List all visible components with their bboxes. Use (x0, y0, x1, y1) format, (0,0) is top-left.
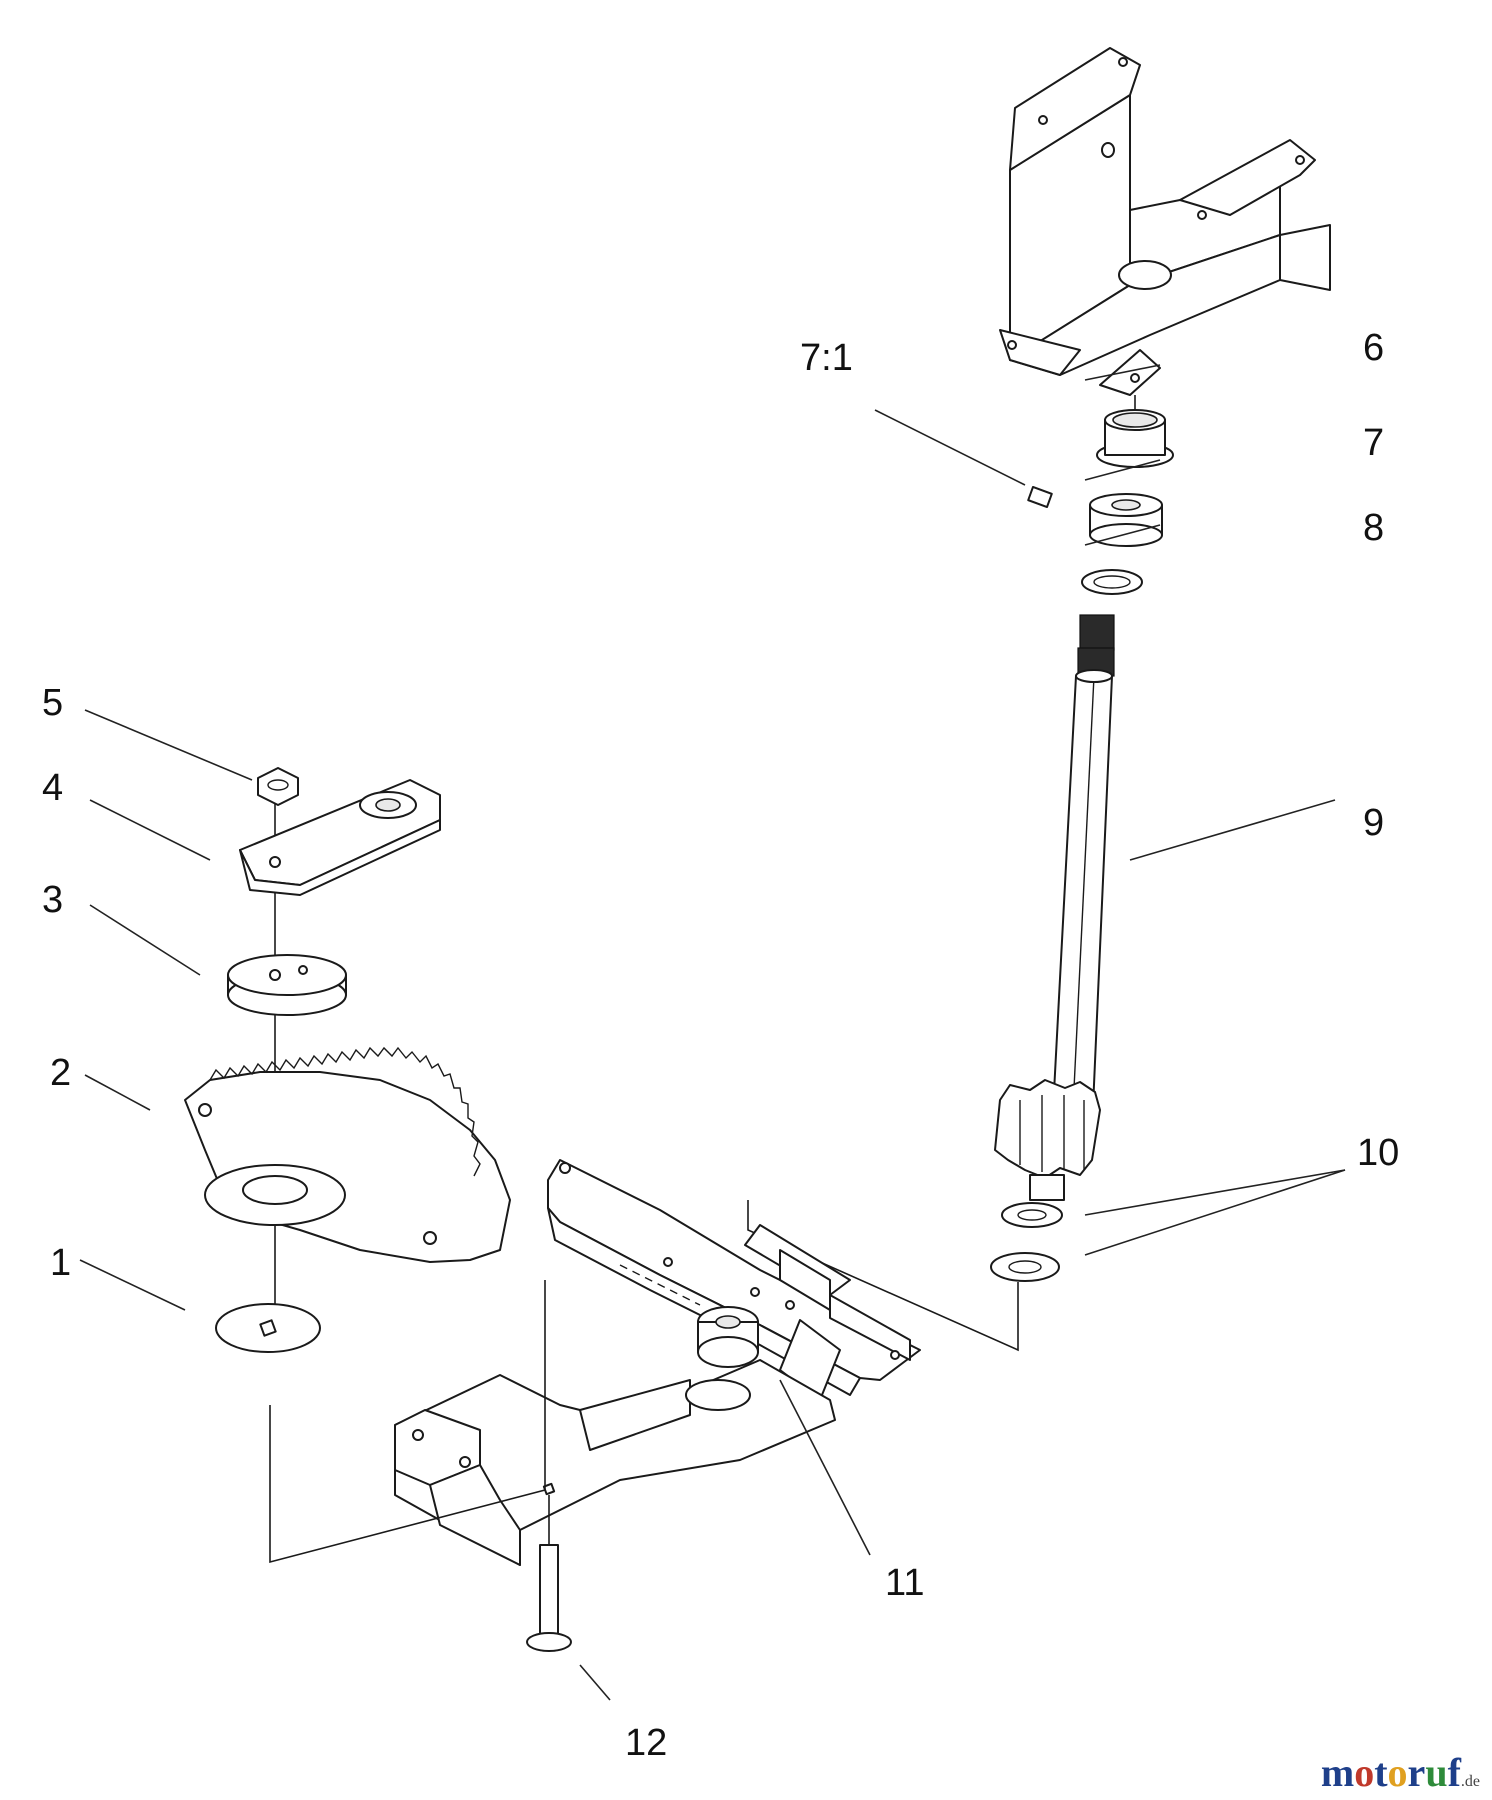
watermark-letter: o (1387, 1750, 1408, 1795)
callout-5: 5 (42, 682, 63, 724)
callout-4: 4 (42, 767, 63, 809)
plate-assembly-line (269, 1280, 546, 1564)
callout-6: 6 (1363, 327, 1384, 369)
spacer (227, 954, 347, 1016)
hex-nut (257, 767, 299, 806)
watermark-letter: m (1320, 1750, 1355, 1795)
washers (990, 1202, 1063, 1282)
callout-2: 2 (50, 1052, 71, 1094)
callout-10: 10 (1357, 1132, 1399, 1174)
link-arm (239, 779, 441, 896)
set-screw (1027, 486, 1053, 508)
retaining-ring (1081, 569, 1143, 595)
callout-7-1: 7:1 (800, 337, 853, 379)
steering-support-bracket (999, 47, 1331, 396)
leader-lines (79, 364, 1346, 1701)
carriage-bolt (526, 1495, 572, 1652)
callout-8: 8 (1363, 507, 1384, 549)
callout-labels: 1 2 3 4 5 6 7 7:1 8 9 10 11 12 (42, 327, 1399, 1764)
callout-1: 1 (50, 1242, 71, 1284)
watermark-letter: t (1374, 1750, 1388, 1795)
sector-gear (184, 1046, 511, 1263)
shaft-assembly-line (747, 1200, 1019, 1352)
watermark-letter: r (1407, 1750, 1426, 1795)
collar (1089, 493, 1163, 547)
watermark-letter: f (1447, 1750, 1461, 1795)
motoruf-watermark-logo: motoruf.de (1321, 1749, 1480, 1796)
steering-mount-plate (394, 1159, 921, 1566)
callout-7: 7 (1363, 422, 1384, 464)
callout-11: 11 (885, 1562, 924, 1604)
watermark-text: motoruf (1321, 1750, 1461, 1795)
square-hole-washer (215, 1303, 321, 1353)
watermark-letter: u (1425, 1750, 1448, 1795)
pinion-gear (994, 1079, 1101, 1201)
watermark-suffix: .de (1460, 1773, 1480, 1790)
watermark-letter: o (1354, 1750, 1375, 1795)
steering-shaft (1051, 614, 1115, 1131)
callout-3: 3 (42, 879, 63, 921)
callout-9: 9 (1363, 802, 1384, 844)
bushing (1096, 409, 1174, 468)
callout-12: 12 (625, 1722, 667, 1764)
